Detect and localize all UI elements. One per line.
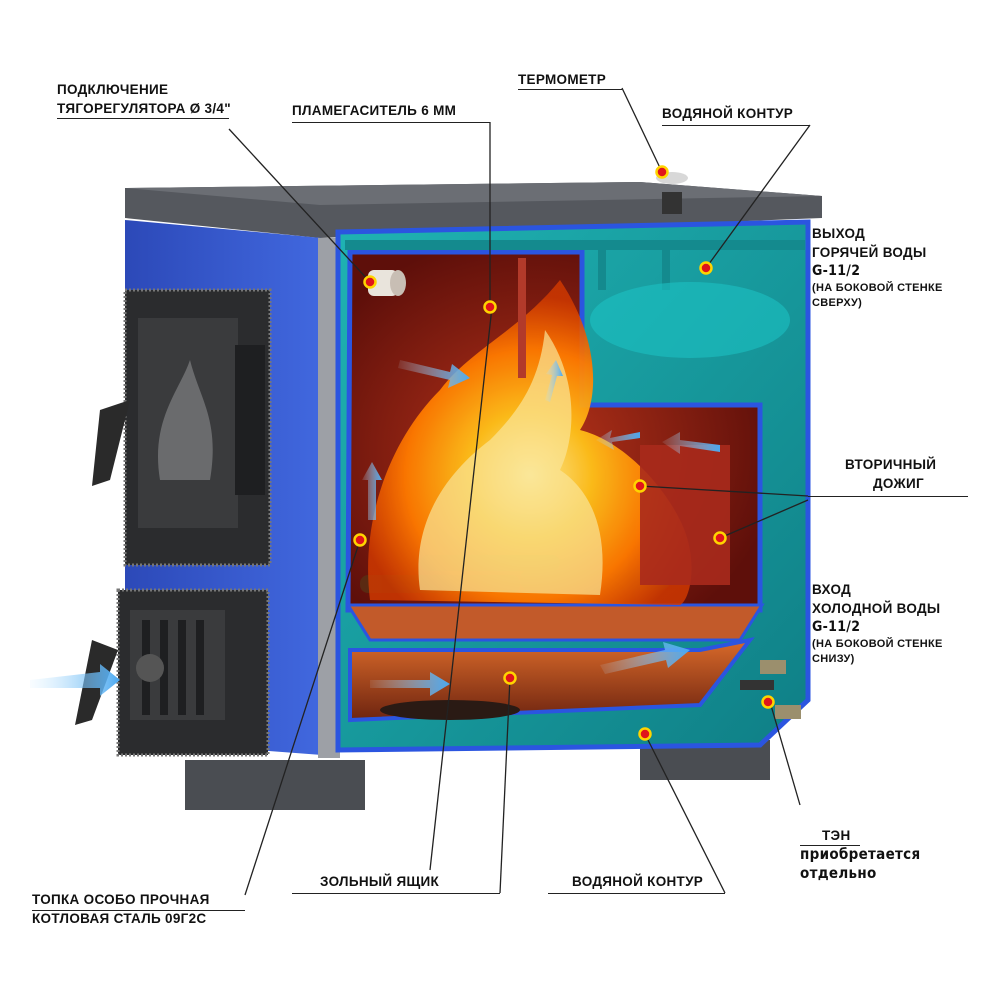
label-firebox: ТОПКА ОСОБО ПРОЧНАЯ КОТЛОВАЯ СТАЛЬ 09Г2С [32, 892, 210, 926]
label-hot-water-outlet: ВЫХОД ГОРЯЧЕЙ ВОДЫ G-11/2 (НА БОКОВОЙ СТ… [812, 226, 943, 309]
secondary-burn-plate [640, 445, 730, 585]
grate [345, 603, 765, 642]
label-secondary-burn: ВТОРИЧНЫЙ ДОЖИГ [845, 457, 937, 491]
lower-door [75, 588, 270, 757]
pipe-fittings [740, 660, 801, 719]
upper-door [92, 288, 272, 567]
label-flame-arrester: ПЛАМЕГАСИТЕЛЬ 6 ММ [292, 103, 457, 118]
water-cylinder [590, 282, 790, 358]
label-ash-box: ЗОЛЬНЫЙ ЯЩИК [320, 874, 440, 889]
label-heater: ТЭН приобретается отдельно [800, 828, 921, 882]
label-water-circuit-bottom: ВОДЯНОЙ КОНТУР [572, 874, 704, 889]
red-dot-marker-icon [353, 165, 775, 741]
label-thermometer: ТЕРМОМЕТР [518, 72, 607, 87]
label-water-circuit-top: ВОДЯНОЙ КОНТУР [662, 106, 794, 121]
blue-arrow-icon [30, 360, 720, 696]
flame-icon [368, 280, 692, 605]
draft-regulator-pipe [368, 270, 406, 296]
label-cold-water-inlet: ВХОД ХОЛОДНОЙ ВОДЫ G-11/2 (НА БОКОВОЙ СТ… [812, 582, 943, 665]
label-draft-regulator: ПОДКЛЮЧЕНИЕ ТЯГОРЕГУЛЯТОРА Ø 3/4" [57, 82, 231, 116]
